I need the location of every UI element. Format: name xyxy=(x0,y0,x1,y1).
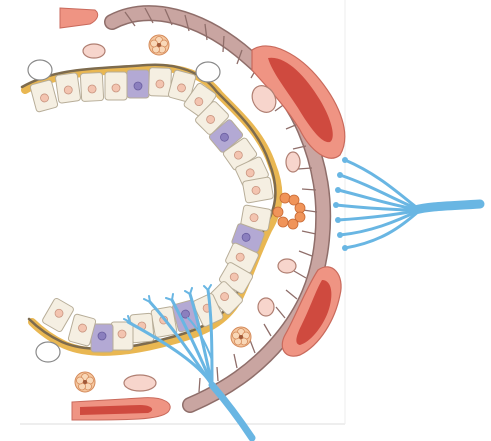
columnar-epithelium-icon xyxy=(28,60,274,362)
epithelial-cell xyxy=(41,297,74,332)
epithelial-cell xyxy=(105,72,127,100)
mucus-droplet xyxy=(36,342,60,362)
fibroblast-icon xyxy=(278,259,296,273)
epithelial-cell xyxy=(55,73,81,104)
epithelial-cell xyxy=(242,177,273,204)
epithelial-cell xyxy=(80,72,103,101)
fibroblast-icon xyxy=(286,152,300,172)
epithelial-cell xyxy=(111,322,133,350)
fibroblast-icon xyxy=(124,375,156,391)
mucus-droplet xyxy=(28,60,52,80)
nerve-fiber-icon xyxy=(333,157,480,251)
blood-vessel-fragment-top xyxy=(60,8,98,28)
lymphocyte-icon xyxy=(231,327,251,347)
goblet-cell-icon xyxy=(127,70,149,98)
blood-vessel-bottom xyxy=(72,398,170,420)
lymphocyte-icon xyxy=(75,372,95,392)
epithelial-cell xyxy=(149,68,172,97)
fibroblast-icon xyxy=(83,44,105,58)
lymphocyte-icon xyxy=(149,35,169,55)
epithelial-cell xyxy=(30,80,58,113)
mucus-droplet xyxy=(196,62,220,82)
fibroblast-icon xyxy=(258,298,274,316)
